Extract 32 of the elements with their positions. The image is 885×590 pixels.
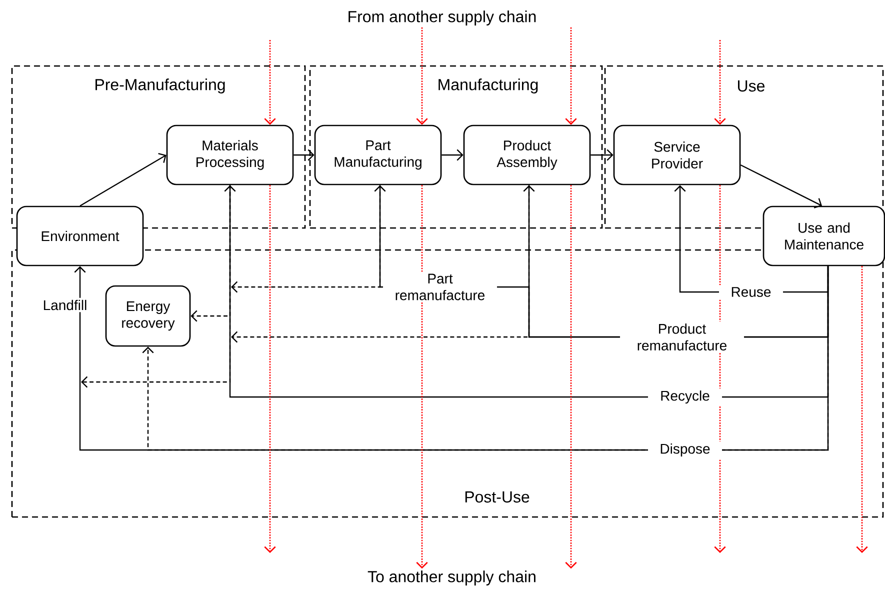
dashed-arrow xyxy=(231,185,530,343)
arrow xyxy=(80,152,166,206)
dashed-arrow xyxy=(856,266,868,553)
process-box: Part Manufacturing xyxy=(314,124,442,186)
edge-label: Part remanufacture xyxy=(383,272,497,302)
process-box: Product Assembly xyxy=(463,124,591,186)
process-box: Materials Processing xyxy=(166,124,294,186)
dashed-arrow xyxy=(231,185,381,293)
arrow xyxy=(590,149,614,161)
flow-label: From another supply chain xyxy=(348,10,536,26)
arrow xyxy=(294,149,314,161)
process-box: Use and Maintenance xyxy=(762,206,885,266)
arrow xyxy=(740,164,822,208)
dashed-arrow xyxy=(81,185,231,388)
dashed-arrow xyxy=(714,40,726,125)
process-box: Environment xyxy=(16,206,144,266)
dashed-arrow xyxy=(565,27,577,125)
dashed-arrow xyxy=(416,27,428,125)
dashed-arrow xyxy=(264,40,276,125)
dashed-arrow xyxy=(416,185,428,569)
dashed-arrow xyxy=(565,185,577,569)
process-box: Service Provider xyxy=(613,124,741,186)
process-box: Energy recovery xyxy=(105,285,191,347)
edge-label: Recycle xyxy=(648,388,722,406)
arrow xyxy=(224,185,829,398)
flow-label: To another supply chain xyxy=(368,570,536,586)
arrow xyxy=(442,149,464,161)
edge-label: Reuse xyxy=(719,285,783,299)
dashed-arrow xyxy=(264,185,276,553)
flow-label: Landfill xyxy=(40,298,90,312)
edge-label: Product remanufacture xyxy=(620,322,744,352)
edge-label: Dispose xyxy=(648,441,722,459)
